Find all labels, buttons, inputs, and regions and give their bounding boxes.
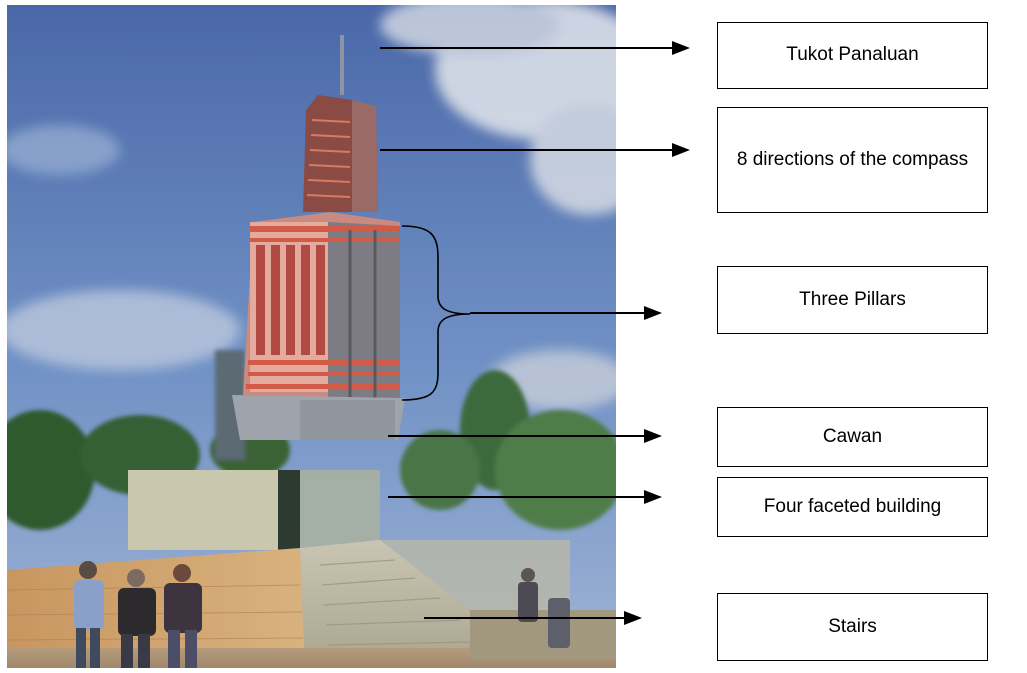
arrow-right-icon	[380, 143, 690, 157]
label-eight-directions: 8 directions of the compass	[717, 107, 988, 213]
spire	[340, 35, 344, 95]
arrow-right-icon	[470, 306, 662, 320]
label-text: Tukot Panaluan	[786, 44, 919, 66]
arrow-right-icon	[388, 490, 662, 504]
arrow-right-icon	[424, 611, 642, 625]
label-text: Stairs	[828, 615, 877, 637]
clouds	[7, 5, 616, 410]
stairs-shape	[300, 540, 470, 668]
arrow-right-icon	[380, 41, 690, 55]
people-silhouettes	[74, 561, 570, 668]
label-text: 8 directions of the compass	[736, 148, 969, 170]
upper-tower	[303, 95, 378, 212]
label-text: Three Pillars	[799, 288, 906, 310]
label-four-faceted-building: Four faceted building	[717, 477, 988, 537]
label-tukot-panaluan: Tukot Panaluan	[717, 22, 988, 89]
arrows	[380, 41, 690, 625]
ground	[7, 648, 616, 668]
label-cawan: Cawan	[717, 407, 988, 467]
label-text: Four faceted building	[763, 495, 942, 517]
label-three-pillars: Three Pillars	[717, 266, 988, 334]
label-stairs: Stairs	[717, 593, 988, 661]
label-text: Cawan	[822, 425, 883, 447]
main-tower	[243, 212, 400, 400]
arrow-right-icon	[388, 429, 662, 443]
background-trees	[7, 350, 616, 530]
